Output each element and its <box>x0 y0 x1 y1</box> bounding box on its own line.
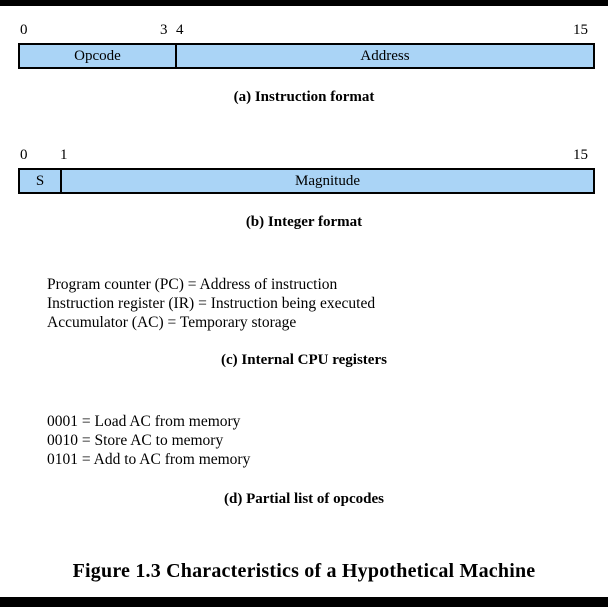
register-line: Instruction register (IR) = Instruction … <box>47 295 376 312</box>
instruction-format-bar: Opcode Address <box>18 43 595 69</box>
bottom-border-band <box>0 597 608 607</box>
field-opcode: Opcode <box>20 45 175 67</box>
field-sign: S <box>20 170 60 192</box>
panel-d-opcode-list: 0001 = Load AC from memory 0010 = Store … <box>47 412 250 469</box>
opcode-line: 0001 = Load AC from memory <box>47 413 241 430</box>
panel-a-tick-3: 3 <box>160 22 168 38</box>
opcode-line: 0010 = Store AC to memory <box>47 432 224 449</box>
panel-b-caption: (b) Integer format <box>245 214 363 230</box>
top-border-band <box>0 0 608 6</box>
panel-a-tick-15: 15 <box>573 22 588 38</box>
panel-a-caption: (a) Instruction format <box>233 89 375 105</box>
field-address: Address <box>175 45 593 67</box>
register-line: Accumulator (AC) = Temporary storage <box>47 314 297 331</box>
panel-b-tick-15: 15 <box>573 147 588 163</box>
panel-d-caption: (d) Partial list of opcodes <box>224 491 384 507</box>
panel-b-tick-0: 0 <box>20 147 28 163</box>
panel-c-caption: (c) Internal CPU registers <box>221 352 387 368</box>
integer-format-bar: S Magnitude <box>18 168 595 194</box>
register-line: Program counter (PC) = Address of instru… <box>47 276 338 293</box>
field-magnitude: Magnitude <box>60 170 593 192</box>
panel-b-bit-ruler: 0 1 15 <box>0 145 608 165</box>
opcode-line: 0101 = Add to AC from memory <box>47 451 251 468</box>
panel-b-tick-1: 1 <box>60 147 68 163</box>
panel-a-tick-0: 0 <box>20 22 28 38</box>
panel-c-register-list: Program counter (PC) = Address of instru… <box>47 275 375 332</box>
panel-a-tick-4: 4 <box>176 22 184 38</box>
figure-title: Figure 1.3 Characteristics of a Hypothet… <box>72 560 536 582</box>
panel-a-bit-ruler: 0 3 4 15 <box>0 20 608 40</box>
